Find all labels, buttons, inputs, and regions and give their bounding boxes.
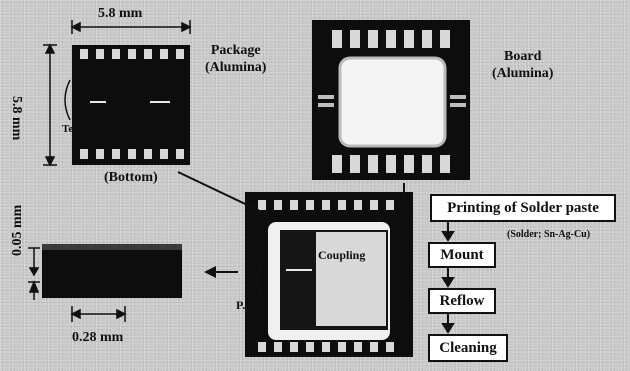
assembly-top-pads	[258, 200, 394, 210]
flow-step-reflow: Reflow	[428, 288, 496, 314]
thickness-dimension	[28, 248, 40, 300]
assembly-bottom-pads	[258, 342, 394, 352]
board-image	[312, 20, 470, 180]
package-body	[72, 45, 190, 165]
flow-arrows	[443, 222, 453, 332]
height-dimension	[43, 45, 57, 165]
flow-step-printing: Printing of Solder paste	[430, 194, 616, 222]
assembly-partial-label: P...ic	[236, 298, 260, 313]
board-title-line1: Board	[492, 48, 553, 65]
solder-note: (Solder; Sn-Ag-Cu)	[507, 229, 590, 240]
package-width-label: 5.8 mm	[98, 6, 142, 22]
width-dimension	[72, 20, 190, 34]
assembly-coupling-region	[316, 232, 386, 326]
cross-section-image	[42, 244, 182, 298]
package-side-label: Te	[62, 123, 73, 135]
feature-width-dimension	[72, 306, 125, 322]
feature-width-label: 0.28 mm	[72, 330, 123, 346]
package-title: Package (Alumina)	[205, 42, 266, 76]
thickness-label: 0.05 mm	[10, 205, 26, 256]
flow-step-cleaning: Cleaning	[428, 334, 508, 362]
flow-step-mount: Mount	[428, 242, 496, 268]
package-bottom-label: (Bottom)	[104, 170, 158, 186]
package-bottom-view	[65, 45, 190, 165]
board-title: Board (Alumina)	[492, 48, 553, 82]
package-title-line1: Package	[205, 42, 266, 59]
package-title-line2: (Alumina)	[205, 59, 266, 76]
assembly-image	[245, 192, 413, 357]
board-cavity	[340, 58, 445, 146]
board-title-line2: (Alumina)	[492, 65, 553, 82]
assembly-to-cross-section-arrow	[204, 266, 238, 278]
cross-section-solder-top	[42, 244, 182, 250]
cross-section-body	[42, 246, 182, 298]
coupling-label: Coupling	[318, 248, 365, 263]
package-callout-curve	[65, 80, 70, 120]
package-height-label: 5.8 mm	[8, 96, 24, 140]
